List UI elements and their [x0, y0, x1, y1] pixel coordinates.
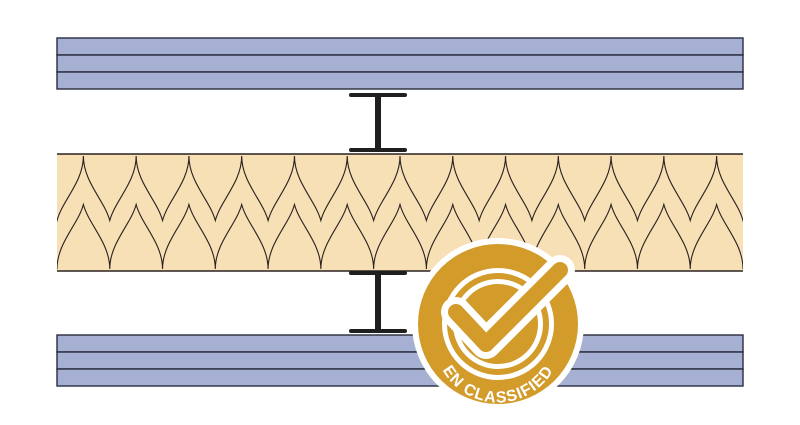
bottom-board-layer-2: [56, 351, 744, 370]
lower-stud-top-flange: [349, 271, 407, 275]
lower-stud-web: [375, 275, 381, 329]
insulation-lobe-lines: [57, 155, 743, 270]
upper-stud: [349, 93, 407, 152]
top-board-layer-2: [56, 54, 744, 73]
insulation-pattern: [57, 155, 743, 270]
lower-stud: [349, 271, 407, 333]
top-board-group: [56, 37, 744, 90]
upper-stud-top-flange: [349, 93, 407, 97]
insulation-fill: [57, 154, 743, 271]
en-classified-badge: EN CLASSIFIED: [412, 238, 584, 410]
checkmark-inner-stroke: [448, 262, 568, 352]
upper-stud-web: [375, 97, 381, 148]
top-board-layer-3: [56, 71, 744, 90]
lower-stud-bottom-flange: [349, 329, 407, 333]
bottom-board-layer-1: [56, 334, 744, 353]
bottom-board-layer-3: [56, 368, 744, 387]
bottom-board-group: [56, 334, 744, 387]
upper-stud-bottom-flange: [349, 148, 407, 152]
top-board-layer-1: [56, 37, 744, 56]
insulation-layer: [57, 153, 743, 272]
